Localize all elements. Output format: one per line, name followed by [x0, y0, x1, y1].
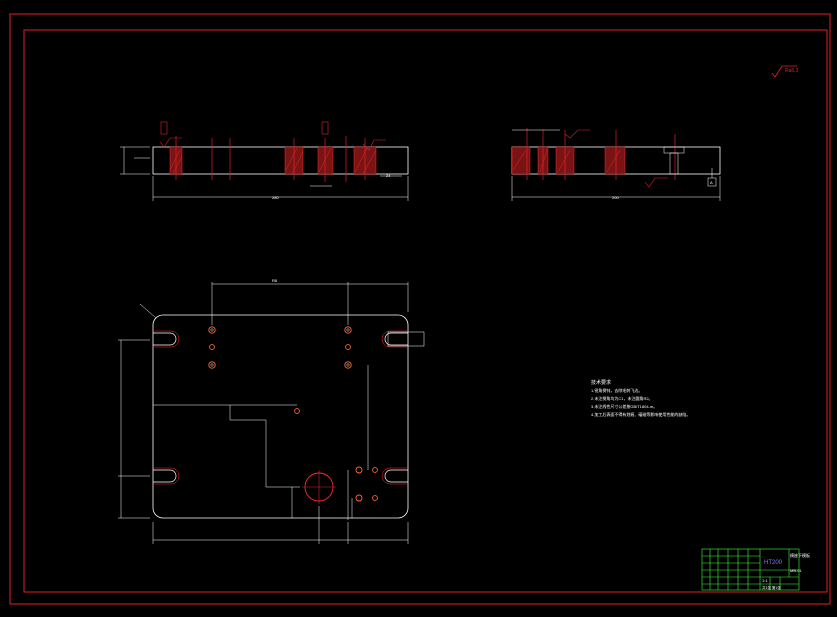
- notes-title: 技术要求: [591, 380, 612, 386]
- note-line: 2.未注倒角均为C1，未注圆角R2。: [591, 396, 653, 401]
- inner-border: [23, 29, 828, 593]
- roughness-symbol-icon: Ra6.3: [771, 65, 799, 78]
- front-view: 280 24: [120, 121, 409, 201]
- note-line: 3.未注线性尺寸公差按GB/T1804-m。: [591, 404, 658, 409]
- sheet-label: 共1张 第1张: [762, 585, 781, 590]
- roughness-symbol-icon: [159, 121, 386, 151]
- part-name-label: 模座下模板: [790, 552, 810, 558]
- note-line: 4.加工后表面不得有划痕、磕碰等影响使用性能的缺陷。: [591, 412, 691, 417]
- plan-view: R8: [118, 278, 425, 544]
- drawing-number-label: MB-01: [790, 568, 803, 573]
- dimension-label: 24: [386, 173, 391, 178]
- scale-label: 1:1: [762, 578, 768, 583]
- dimension-label: 280: [272, 195, 279, 200]
- note-line: 1.锐角倒钝，去除毛刺飞边。: [591, 388, 643, 393]
- roughness-symbol-icon: [564, 129, 668, 188]
- hole: [208, 326, 378, 502]
- material-label: HT200: [764, 560, 783, 566]
- title-block: [701, 548, 800, 591]
- u-slot: [153, 332, 408, 483]
- dimension-label: 200: [612, 195, 619, 200]
- datum-label: A: [710, 180, 713, 185]
- technical-notes: 技术要求 1.锐角倒钝，去除毛刺飞边。 2.未注倒角均为C1，未注圆角R2。 3…: [591, 379, 711, 419]
- roughness-mark: Ra6.3: [785, 68, 799, 74]
- side-view: 200 A: [511, 128, 721, 201]
- dimension-label: R8: [272, 278, 278, 283]
- outer-border: [9, 13, 831, 605]
